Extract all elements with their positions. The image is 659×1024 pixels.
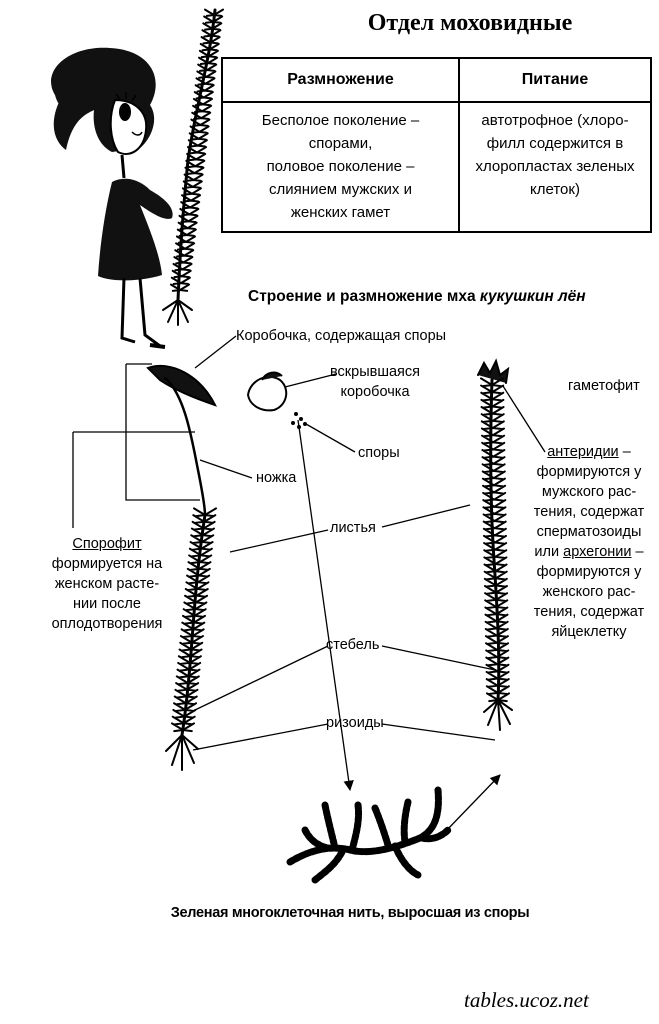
capsule-icon bbox=[146, 364, 217, 407]
cell-nutrition: автотрофное (хлоро- филл содержится в хл… bbox=[458, 101, 652, 233]
page-title: Отдел моховидные bbox=[367, 10, 573, 36]
stalk-line bbox=[163, 376, 207, 517]
gametophyte-plant bbox=[477, 358, 513, 731]
label-stalk: ножка bbox=[256, 470, 297, 486]
nutrition-line: автотрофное (хлоро- bbox=[481, 112, 629, 129]
sporophyte-term: Спорофит bbox=[72, 536, 142, 552]
header-reproduction: Размножение bbox=[221, 57, 460, 103]
label-rhizoids: ризоиды bbox=[326, 715, 384, 731]
leader-lines bbox=[72, 335, 546, 833]
opened-capsule-icon bbox=[246, 371, 307, 429]
reproduction-line: спорами, bbox=[308, 135, 373, 152]
held-moss-plant bbox=[162, 8, 224, 326]
organs-description: антеридии – формируются у мужского рас- … bbox=[533, 444, 645, 640]
nutrition-line: клеток) bbox=[530, 181, 580, 198]
reproduction-line: половое поколение – bbox=[266, 158, 415, 175]
info-table: Размножение Питание Бесполое поколение –… bbox=[221, 57, 652, 233]
watermark: tables.ucoz.net bbox=[464, 988, 589, 1012]
reproduction-line: Бесполое поколение – bbox=[261, 112, 420, 129]
cell-reproduction: Бесполое поколение – спорами, половое по… bbox=[221, 101, 460, 233]
label-spores: споры bbox=[358, 445, 400, 461]
label-opened-capsule: вскрывшаяся коробочка bbox=[330, 364, 420, 400]
label-leaves: листья bbox=[330, 520, 376, 536]
girl-illustration bbox=[51, 47, 173, 349]
label-stem: стебель bbox=[326, 637, 380, 653]
sporophyte-description: Спорофит формируется на женском расте- н… bbox=[32, 534, 182, 634]
reproduction-line: женских гамет bbox=[290, 204, 391, 221]
label-capsule: Коробочка, содержащая споры bbox=[236, 328, 447, 344]
nutrition-line: филл содержится в bbox=[486, 135, 624, 152]
antheridia-term: антеридии bbox=[547, 444, 619, 460]
nutrition-line: хлоропластах зеленых bbox=[475, 158, 635, 175]
protonema-thread bbox=[286, 786, 452, 884]
sporophyte-plant bbox=[146, 364, 217, 771]
diagram-subtitle: Строение и размножение мха кукушкин лён bbox=[248, 288, 586, 305]
protonema-caption: Зеленая многоклеточная нить, выросшая из… bbox=[170, 905, 530, 921]
reproduction-line: слиянием мужских и bbox=[269, 181, 412, 198]
label-gametophyte: гаметофит bbox=[568, 378, 640, 394]
header-nutrition: Питание bbox=[458, 57, 652, 103]
archegonia-term: архегонии bbox=[563, 544, 632, 560]
